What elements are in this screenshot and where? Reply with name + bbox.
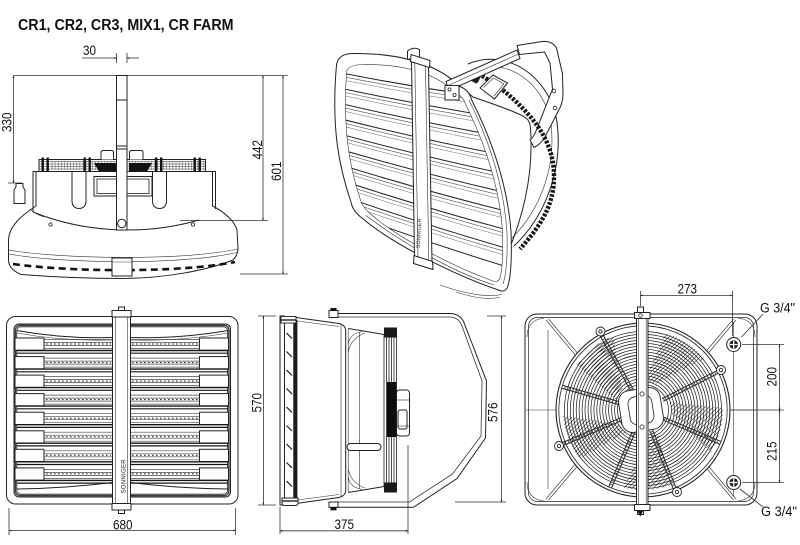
svg-text:G 3/4": G 3/4" [761, 504, 797, 519]
svg-text:215: 215 [765, 442, 780, 462]
svg-text:CR1, CR2, CR3, MIX1, CR FARM: CR1, CR2, CR3, MIX1, CR FARM [18, 17, 234, 34]
svg-text:442: 442 [250, 140, 265, 160]
svg-text:SONNIGER: SONNIGER [416, 218, 424, 248]
svg-text:330: 330 [0, 113, 15, 133]
svg-text:30: 30 [83, 43, 96, 58]
svg-text:570: 570 [250, 393, 265, 413]
svg-text:680: 680 [113, 518, 133, 533]
svg-text:G 3/4": G 3/4" [760, 301, 795, 316]
svg-text:601: 601 [269, 162, 284, 182]
svg-text:576: 576 [486, 403, 501, 423]
svg-text:375: 375 [335, 517, 355, 532]
svg-text:200: 200 [765, 367, 780, 387]
svg-text:SONNIGER: SONNIGER [122, 459, 128, 494]
svg-text:273: 273 [678, 282, 698, 297]
